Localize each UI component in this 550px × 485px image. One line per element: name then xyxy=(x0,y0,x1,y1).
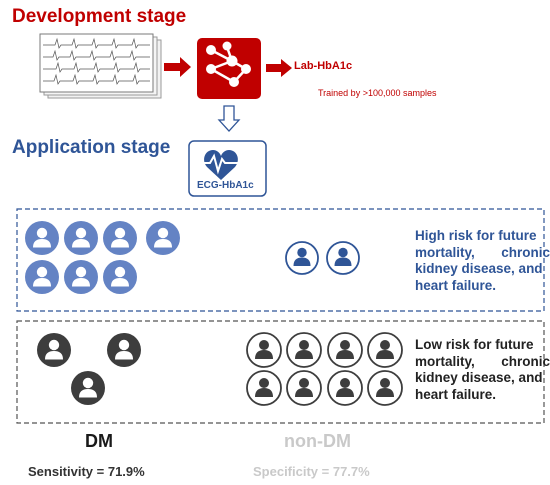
neural-network-model xyxy=(197,38,261,99)
low-risk-panel xyxy=(16,320,545,424)
person-icon xyxy=(107,333,141,367)
person-icon xyxy=(64,221,98,255)
person-icon xyxy=(246,332,282,368)
high-risk-panel xyxy=(16,208,545,312)
high-risk-description: High risk for future mortality, chronic … xyxy=(415,228,550,294)
nondm-high-risk-group xyxy=(285,241,360,275)
person-icon xyxy=(103,260,137,294)
high-risk-line: mortality, chronic xyxy=(415,244,550,260)
person-icon xyxy=(246,370,282,406)
arrow-to-lab-hba1c xyxy=(266,59,292,77)
high-risk-line: heart failure. xyxy=(415,277,497,293)
dm-low-risk-group xyxy=(37,333,141,405)
person-icon xyxy=(64,260,98,294)
sensitivity-label: Sensitivity = 71.9% xyxy=(28,464,145,479)
person-icon xyxy=(286,332,322,368)
person-icon xyxy=(367,370,403,406)
application-stage-title: Application stage xyxy=(12,137,171,158)
nondm-low-risk-group xyxy=(246,332,403,406)
ecg-hba1c-model-box xyxy=(188,140,267,197)
dm-label: DM xyxy=(85,431,113,451)
person-icon xyxy=(37,333,71,367)
high-risk-line: High risk for future xyxy=(415,228,537,243)
person-icon xyxy=(71,371,105,405)
low-risk-line: kidney disease, and xyxy=(415,370,543,385)
high-risk-line: kidney disease, and xyxy=(415,261,543,276)
person-icon xyxy=(286,370,322,406)
specificity-label: Specificity = 77.7% xyxy=(253,464,370,479)
development-stage-title: Development stage xyxy=(12,6,187,27)
low-risk-line: mortality, chronic xyxy=(415,353,550,369)
person-icon xyxy=(103,221,137,255)
arrow-to-model xyxy=(164,57,191,77)
person-icon xyxy=(25,260,59,294)
nondm-label: non-DM xyxy=(284,431,351,451)
low-risk-line: heart failure. xyxy=(415,386,497,402)
person-icon xyxy=(146,221,180,255)
lab-hba1c-label: Lab-HbA1c xyxy=(294,60,353,72)
ecg-hba1c-label: ECG-HbA1c xyxy=(197,180,254,191)
low-risk-description: Low risk for future mortality, chronic k… xyxy=(415,337,550,403)
person-icon xyxy=(327,370,363,406)
person-icon xyxy=(367,332,403,368)
person-icon xyxy=(327,332,363,368)
arrow-down-to-ecg-model xyxy=(217,105,241,132)
training-note: Trained by >100,000 samples xyxy=(318,88,437,98)
ecg-paper-stack xyxy=(39,33,162,99)
low-risk-line: Low risk for future xyxy=(415,337,534,352)
dm-high-risk-group xyxy=(25,221,180,294)
person-icon xyxy=(25,221,59,255)
